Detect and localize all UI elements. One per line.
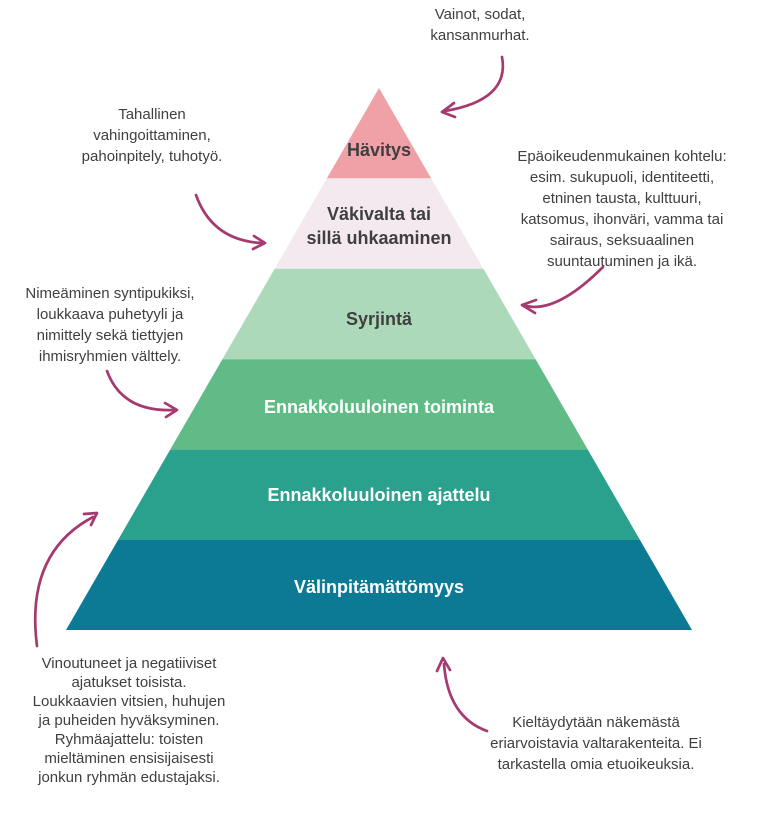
annotation-line: nimittely sekä tiettyjen [36,327,184,344]
annotation-line: mieltäminen ensisijaisesti [44,750,214,767]
annotation-line: esim. sukupuoli, identiteetti, [529,169,715,186]
annotation-line: eriarvoistavia valtarakenteita. Ei [490,735,702,752]
level-5-label: Ennakkoluuloinen ajattelu [267,485,490,505]
annotation-line: etninen tausta, kulttuuri, [542,190,702,207]
annotation-line: pahoinpitely, tuhotyö. [81,148,223,165]
annotation-line: katsomus, ihonväri, vamma tai [520,211,724,228]
annotation-line: vahingoittaminen, [93,127,211,144]
annotation-line: suuntautuminen ja ikä. [546,253,698,270]
annotation-line: Vainot, sodat, [434,6,526,23]
arrow-leftupper-to-level2 [194,193,267,251]
pyramid-level-5-shape [118,449,640,540]
annotation-line: Ryhmäajattelu: toisten [54,731,204,748]
annotation-line: sairaus, seksuaalinen [549,232,695,249]
pyramid-level-1-shape [326,88,432,179]
pyramid-level-2-shape [274,178,484,269]
annotation-line: Vinoutuneet ja negatiiviset [41,655,217,672]
annotation-line: Loukkaavien vitsien, huhujen [32,693,226,710]
annotation-bottom-right: Kieltäydytään näkemästä eriarvoistavia v… [456,712,736,775]
level-2-label-line1: Väkivalta tai [327,204,431,224]
annotation-bottom-left: Vinoutuneet ja negatiiviset ajatukset to… [9,654,249,787]
level-2-label-line2: sillä uhkaaminen [306,228,451,248]
annotation-line: loukkaava puhetyyli ja [36,306,184,323]
pyramid-level-6-shape [66,540,692,630]
annotation-line: Epäoikeudenmukainen kohtelu: [517,148,727,165]
annotation-line: ja puheiden hyväksyminen. [38,712,220,729]
arrow-leftmiddle-to-level4 [105,369,179,419]
annotation-line: Nimeäminen syntipukiksi, [25,285,195,302]
annotation-left-upper: Tahallinen vahingoittaminen, pahoinpitel… [42,104,262,167]
annotation-line: Kieltäydytään näkemästä [512,714,680,731]
connector-arrows [33,55,605,733]
annotation-right: Epäoikeudenmukainen kohtelu: esim. sukup… [492,146,752,272]
annotation-line: ajatukset toisista. [71,674,187,691]
pyramid-labels: Hävitys Väkivalta tai sillä uhkaaminen S… [264,140,495,597]
annotation-line: kansanmurhat. [430,27,530,44]
annotation-line: jonkun ryhmän edustajaksi. [38,769,220,786]
arrow-bottomright-to-pyramid [435,656,489,733]
arrow-top-to-level1 [440,55,505,119]
annotation-line: ihmisryhmien välttely. [38,348,182,365]
annotation-line: Tahallinen [118,106,186,123]
annotation-line: tarkastella omia etuoikeuksia. [497,756,695,773]
arrow-right-to-level3 [520,265,605,315]
annotation-left-middle: Nimeäminen syntipukiksi, loukkaava puhet… [0,283,220,367]
level-6-label: Välinpitämättömyys [294,577,464,597]
pyramid-level-3-shape [222,268,536,360]
pyramid [66,88,692,630]
level-1-label: Hävitys [347,140,411,160]
pyramid-level-4-shape [170,359,588,450]
level-3-label: Syrjintä [346,309,413,329]
annotation-top: Vainot, sodat, kansanmurhat. [370,4,590,46]
arrow-bottomleft-to-pyramid [33,511,99,648]
level-4-label: Ennakkoluuloinen toiminta [264,397,495,417]
